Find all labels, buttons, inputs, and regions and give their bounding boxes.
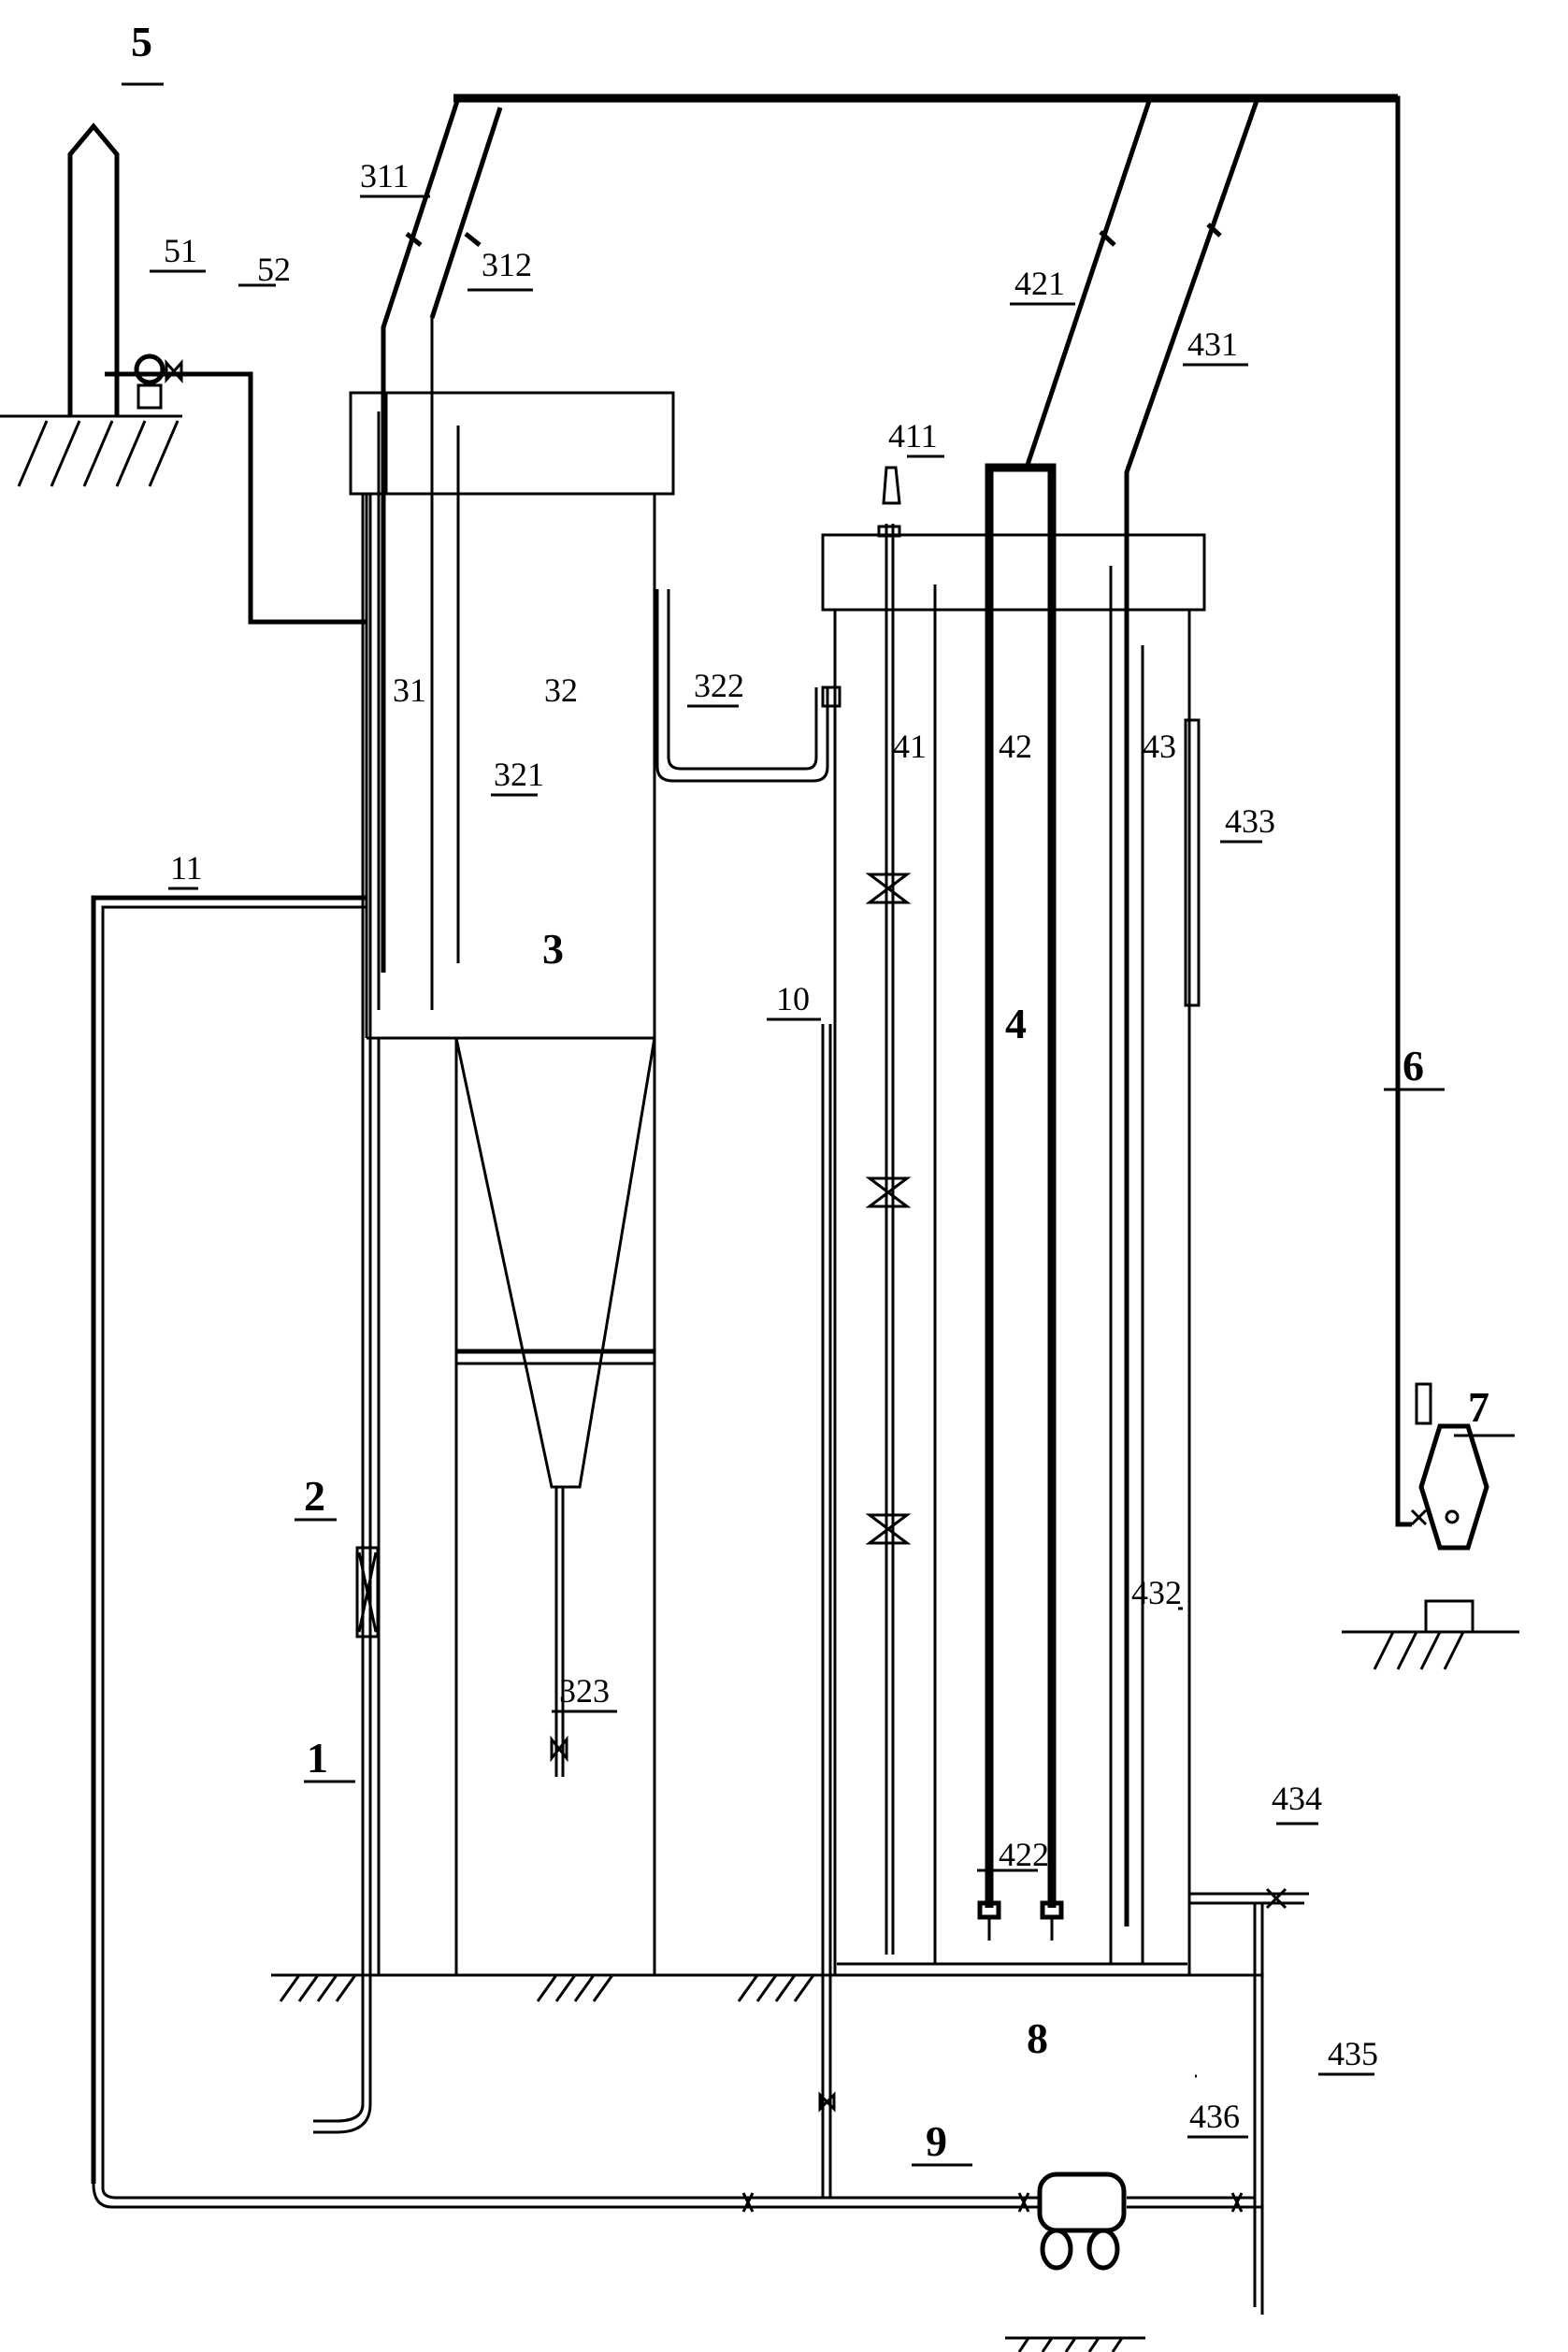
label-434: 434: [1272, 1780, 1322, 1817]
label-3: 3: [542, 925, 564, 973]
pipe-52: [105, 371, 367, 625]
pipe-431: [1124, 97, 1260, 1926]
label-323: 323: [559, 1672, 610, 1710]
label-7: 7: [1468, 1383, 1489, 1431]
label-5: 5: [131, 18, 152, 65]
label-435: 435: [1328, 2035, 1378, 2072]
pipe-322: [655, 589, 829, 783]
label-51: 51: [164, 232, 197, 269]
label-52: 52: [257, 251, 291, 288]
label-436: 436: [1189, 2098, 1240, 2135]
label-311: 311: [360, 157, 410, 195]
label-41: 41: [893, 728, 927, 765]
label-31: 31: [393, 671, 426, 709]
labels: 5 51 52 311 312 31 32 321 322 3 11 2 1 3…: [131, 18, 1489, 2165]
label-1: 1: [307, 1734, 328, 1782]
label-411: 411: [888, 417, 938, 455]
gas-cylinder-5: [67, 123, 120, 416]
label-9: 9: [926, 2117, 947, 2165]
label-11: 11: [170, 849, 203, 887]
label-43: 43: [1143, 728, 1176, 765]
label-32: 32: [544, 671, 578, 709]
label-42: 42: [999, 728, 1032, 765]
label-321: 321: [494, 756, 544, 793]
valve-51: [134, 354, 183, 410]
label-4: 4: [1005, 1000, 1027, 1047]
pump-7: [1410, 1382, 1489, 1634]
label-6: 6: [1403, 1042, 1424, 1089]
label-2: 2: [304, 1472, 325, 1520]
label-312: 312: [482, 246, 532, 283]
ground-hatches: [0, 414, 1519, 2352]
label-431: 431: [1187, 325, 1238, 363]
label-433: 433: [1225, 802, 1275, 840]
label-322: 322: [694, 667, 744, 704]
vessel-4: [821, 466, 1206, 1975]
label-8: 8: [1027, 2014, 1048, 2062]
pipe-9: [92, 1024, 1264, 2315]
pipe-311-312: [381, 94, 1412, 1527]
label-10: 10: [776, 980, 810, 1017]
pipe-11: [91, 895, 367, 2184]
label-421: 421: [1014, 265, 1065, 302]
vessel-3: [349, 318, 675, 1975]
leader-lines: [122, 82, 1515, 2167]
pipe-1: [313, 494, 380, 2134]
label-432: 432: [1131, 1574, 1182, 1611]
pipe-421: [977, 97, 1153, 1941]
pump-8: [1037, 2172, 1127, 2271]
label-422: 422: [999, 1836, 1049, 1873]
